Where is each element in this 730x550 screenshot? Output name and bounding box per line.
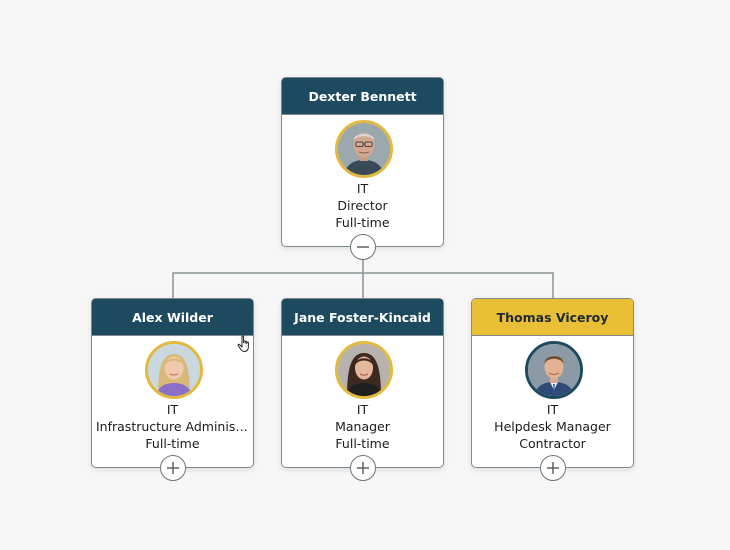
- plus-icon: [166, 462, 179, 474]
- expand-button[interactable]: [159, 455, 186, 481]
- dark-haired-woman-avatar: [334, 341, 393, 399]
- node-name: Jane Foster-Kincaid: [282, 299, 443, 336]
- collapse-button[interactable]: [349, 234, 376, 260]
- node-department: IT: [356, 181, 369, 196]
- plus-icon: [356, 462, 369, 474]
- node-department: IT: [546, 402, 559, 417]
- node-employment: Full-time: [145, 436, 200, 451]
- node-card-thomas-viceroy[interactable]: Thomas Viceroy IT Helpdesk Manager Contr…: [471, 298, 634, 481]
- node-title: Infrastructure Administr…: [96, 419, 249, 434]
- node-name: Thomas Viceroy: [472, 299, 633, 336]
- node-employment: Full-time: [335, 436, 390, 451]
- node-name: Alex Wilder: [92, 299, 253, 336]
- node-department: IT: [166, 402, 179, 417]
- node-card-dexter-bennett[interactable]: Dexter Bennett IT Director Full-time: [281, 77, 444, 260]
- minus-icon: [356, 246, 369, 248]
- hand-pointer-cursor-icon: [237, 335, 249, 352]
- node-title: Manager: [335, 419, 390, 434]
- expand-button[interactable]: [539, 455, 566, 481]
- expand-button[interactable]: [349, 455, 376, 481]
- node-employment: Contractor: [519, 436, 586, 451]
- node-department: IT: [356, 402, 369, 417]
- blonde-woman-avatar: [144, 341, 203, 399]
- node-name: Dexter Bennett: [282, 78, 443, 115]
- man-in-suit-avatar: [524, 341, 583, 399]
- node-employment: Full-time: [335, 215, 390, 230]
- node-card-alex-wilder[interactable]: Alex Wilder IT Infrastructure Administr……: [91, 298, 254, 481]
- older-man-glasses-avatar: [334, 120, 393, 178]
- node-card-jane-foster-kincaid[interactable]: Jane Foster-Kincaid IT Manager Full-time: [281, 298, 444, 481]
- node-details: IT Helpdesk Manager Contractor: [476, 401, 629, 452]
- plus-icon: [546, 462, 559, 474]
- connector-lines: [172, 260, 554, 298]
- node-title: Director: [337, 198, 388, 213]
- node-details: IT Infrastructure Administr… Full-time: [96, 401, 249, 452]
- node-details: IT Director Full-time: [286, 180, 439, 231]
- node-title: Helpdesk Manager: [494, 419, 611, 434]
- node-details: IT Manager Full-time: [286, 401, 439, 452]
